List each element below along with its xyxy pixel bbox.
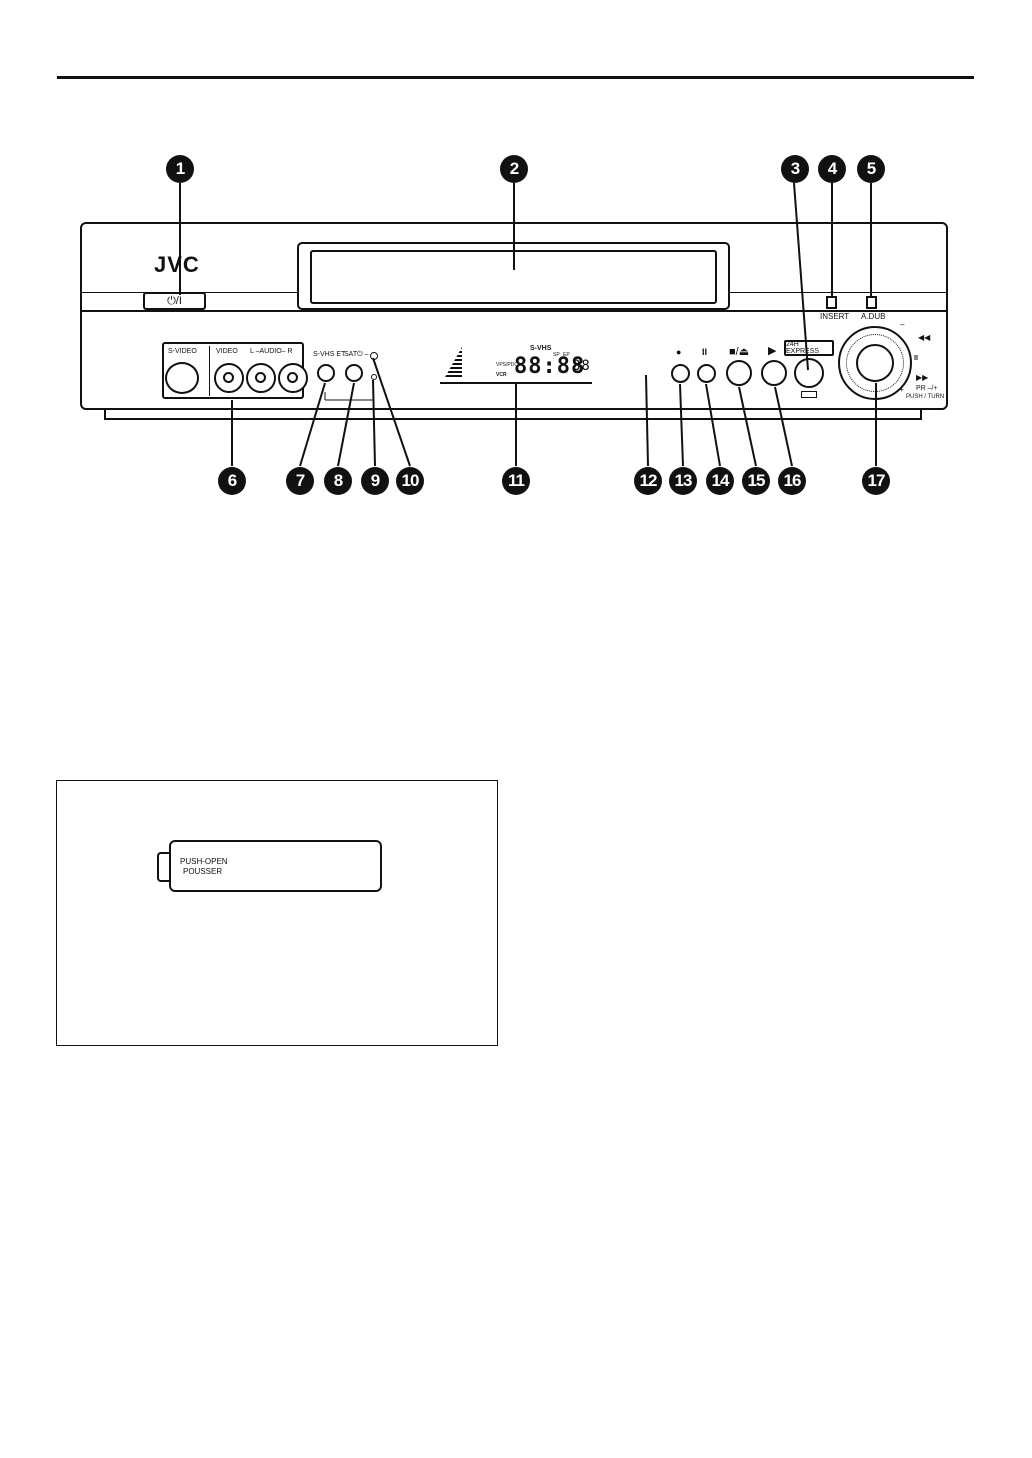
battery-push-open: PUSH-OPEN (180, 857, 228, 866)
battery-illustration-box (56, 780, 498, 1046)
battery-cover[interactable] (169, 840, 382, 892)
battery-pousser: POUSSER (183, 867, 222, 876)
bottom-leaders (0, 0, 1032, 480)
